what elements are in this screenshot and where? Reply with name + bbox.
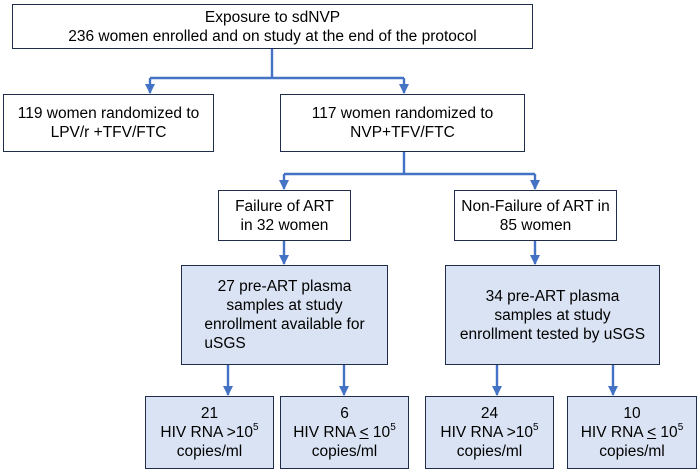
failure-box: Failure of ART in 32 women bbox=[218, 190, 351, 241]
samples-nonfailure-line2: samples at study bbox=[494, 306, 611, 324]
samples-failure-line4: uSGS bbox=[204, 335, 246, 352]
leaf4-base: 10 bbox=[656, 424, 678, 441]
lpv-arm-line2: LPV/r +TFV/FTC bbox=[50, 124, 167, 141]
leaf1-exponent: 5 bbox=[253, 421, 259, 433]
leaf2-threshold: HIV RNA < 105 bbox=[293, 421, 396, 442]
leaf1-box: 21 HIV RNA >105 copies/ml bbox=[145, 396, 274, 469]
leaf3-threshold: HIV RNA >105 bbox=[440, 421, 539, 442]
leaf4-prefix: HIV RNA bbox=[580, 424, 648, 441]
samples-failure-line3: enrollment available for bbox=[204, 316, 365, 333]
samples-failure-line2: samples at study bbox=[226, 297, 343, 314]
leaf2-count: 6 bbox=[340, 405, 349, 422]
samples-failure-box: 27 pre-ART plasma samples at study enrol… bbox=[181, 265, 388, 365]
leaf2-prefix: HIV RNA bbox=[293, 424, 360, 441]
leaf2-box: 6 HIV RNA < 105 copies/ml bbox=[280, 396, 409, 469]
lpv-arm-line1: 119 women randomized to bbox=[17, 105, 200, 122]
leaf2-le-sign: < bbox=[359, 424, 369, 441]
lpv-arm-box: 119 women randomized to LPV/r +TFV/FTC bbox=[3, 94, 214, 152]
leaf1-threshold: HIV RNA >105 bbox=[160, 421, 259, 442]
exposure-title: Exposure to sdNVP bbox=[204, 8, 341, 26]
nvp-arm-line2: NVP+TFV/FTC bbox=[350, 124, 455, 141]
leaf3-prefix: HIV RNA >10 bbox=[440, 424, 534, 441]
exposure-enrolled: 236 women enrolled and on study at the e… bbox=[68, 27, 477, 45]
leaf2-unit: copies/ml bbox=[311, 443, 378, 460]
samples-failure-line1: 27 pre-ART plasma bbox=[217, 278, 352, 295]
leaf3-count: 24 bbox=[480, 405, 499, 422]
leaf4-le-sign: < bbox=[647, 424, 657, 441]
nonfailure-line2: 85 women bbox=[499, 216, 572, 234]
failure-line1: Failure of ART bbox=[235, 197, 334, 215]
leaf3-exponent: 5 bbox=[533, 421, 539, 433]
leaf3-unit: copies/ml bbox=[456, 443, 523, 460]
leaf1-unit: copies/ml bbox=[176, 443, 243, 460]
nvp-arm-line1: 117 women randomized to bbox=[311, 105, 494, 122]
samples-nonfailure-box: 34 pre-ART plasma samples at study enrol… bbox=[445, 265, 660, 365]
leaf2-base: 10 bbox=[368, 424, 391, 441]
leaf4-unit: copies/ml bbox=[599, 443, 665, 460]
nonfailure-line1: Non-Failure of ART in bbox=[461, 197, 610, 215]
samples-nonfailure-line3: enrollment tested by uSGS bbox=[459, 325, 646, 343]
nonfailure-box: Non-Failure of ART in 85 women bbox=[454, 190, 617, 241]
leaf2-exponent: 5 bbox=[390, 421, 396, 433]
nvp-arm-box: 117 women randomized to NVP+TFV/FTC bbox=[280, 94, 525, 152]
leaf1-prefix: HIV RNA >10 bbox=[160, 424, 254, 441]
leaf4-count: 10 bbox=[623, 405, 641, 422]
leaf4-exponent: 5 bbox=[677, 421, 684, 433]
leaf3-box: 24 HIV RNA >105 copies/ml bbox=[425, 396, 554, 469]
leaf1-count: 21 bbox=[200, 405, 219, 422]
leaf4-box: 10 HIV RNA < 105 copies/ml bbox=[567, 396, 697, 469]
failure-line2: in 32 women bbox=[240, 216, 329, 234]
leaf4-threshold: HIV RNA < 105 bbox=[580, 421, 684, 442]
exposure-box: Exposure to sdNVP 236 women enrolled and… bbox=[12, 4, 533, 49]
samples-nonfailure-line1: 34 pre-ART plasma bbox=[485, 287, 620, 305]
